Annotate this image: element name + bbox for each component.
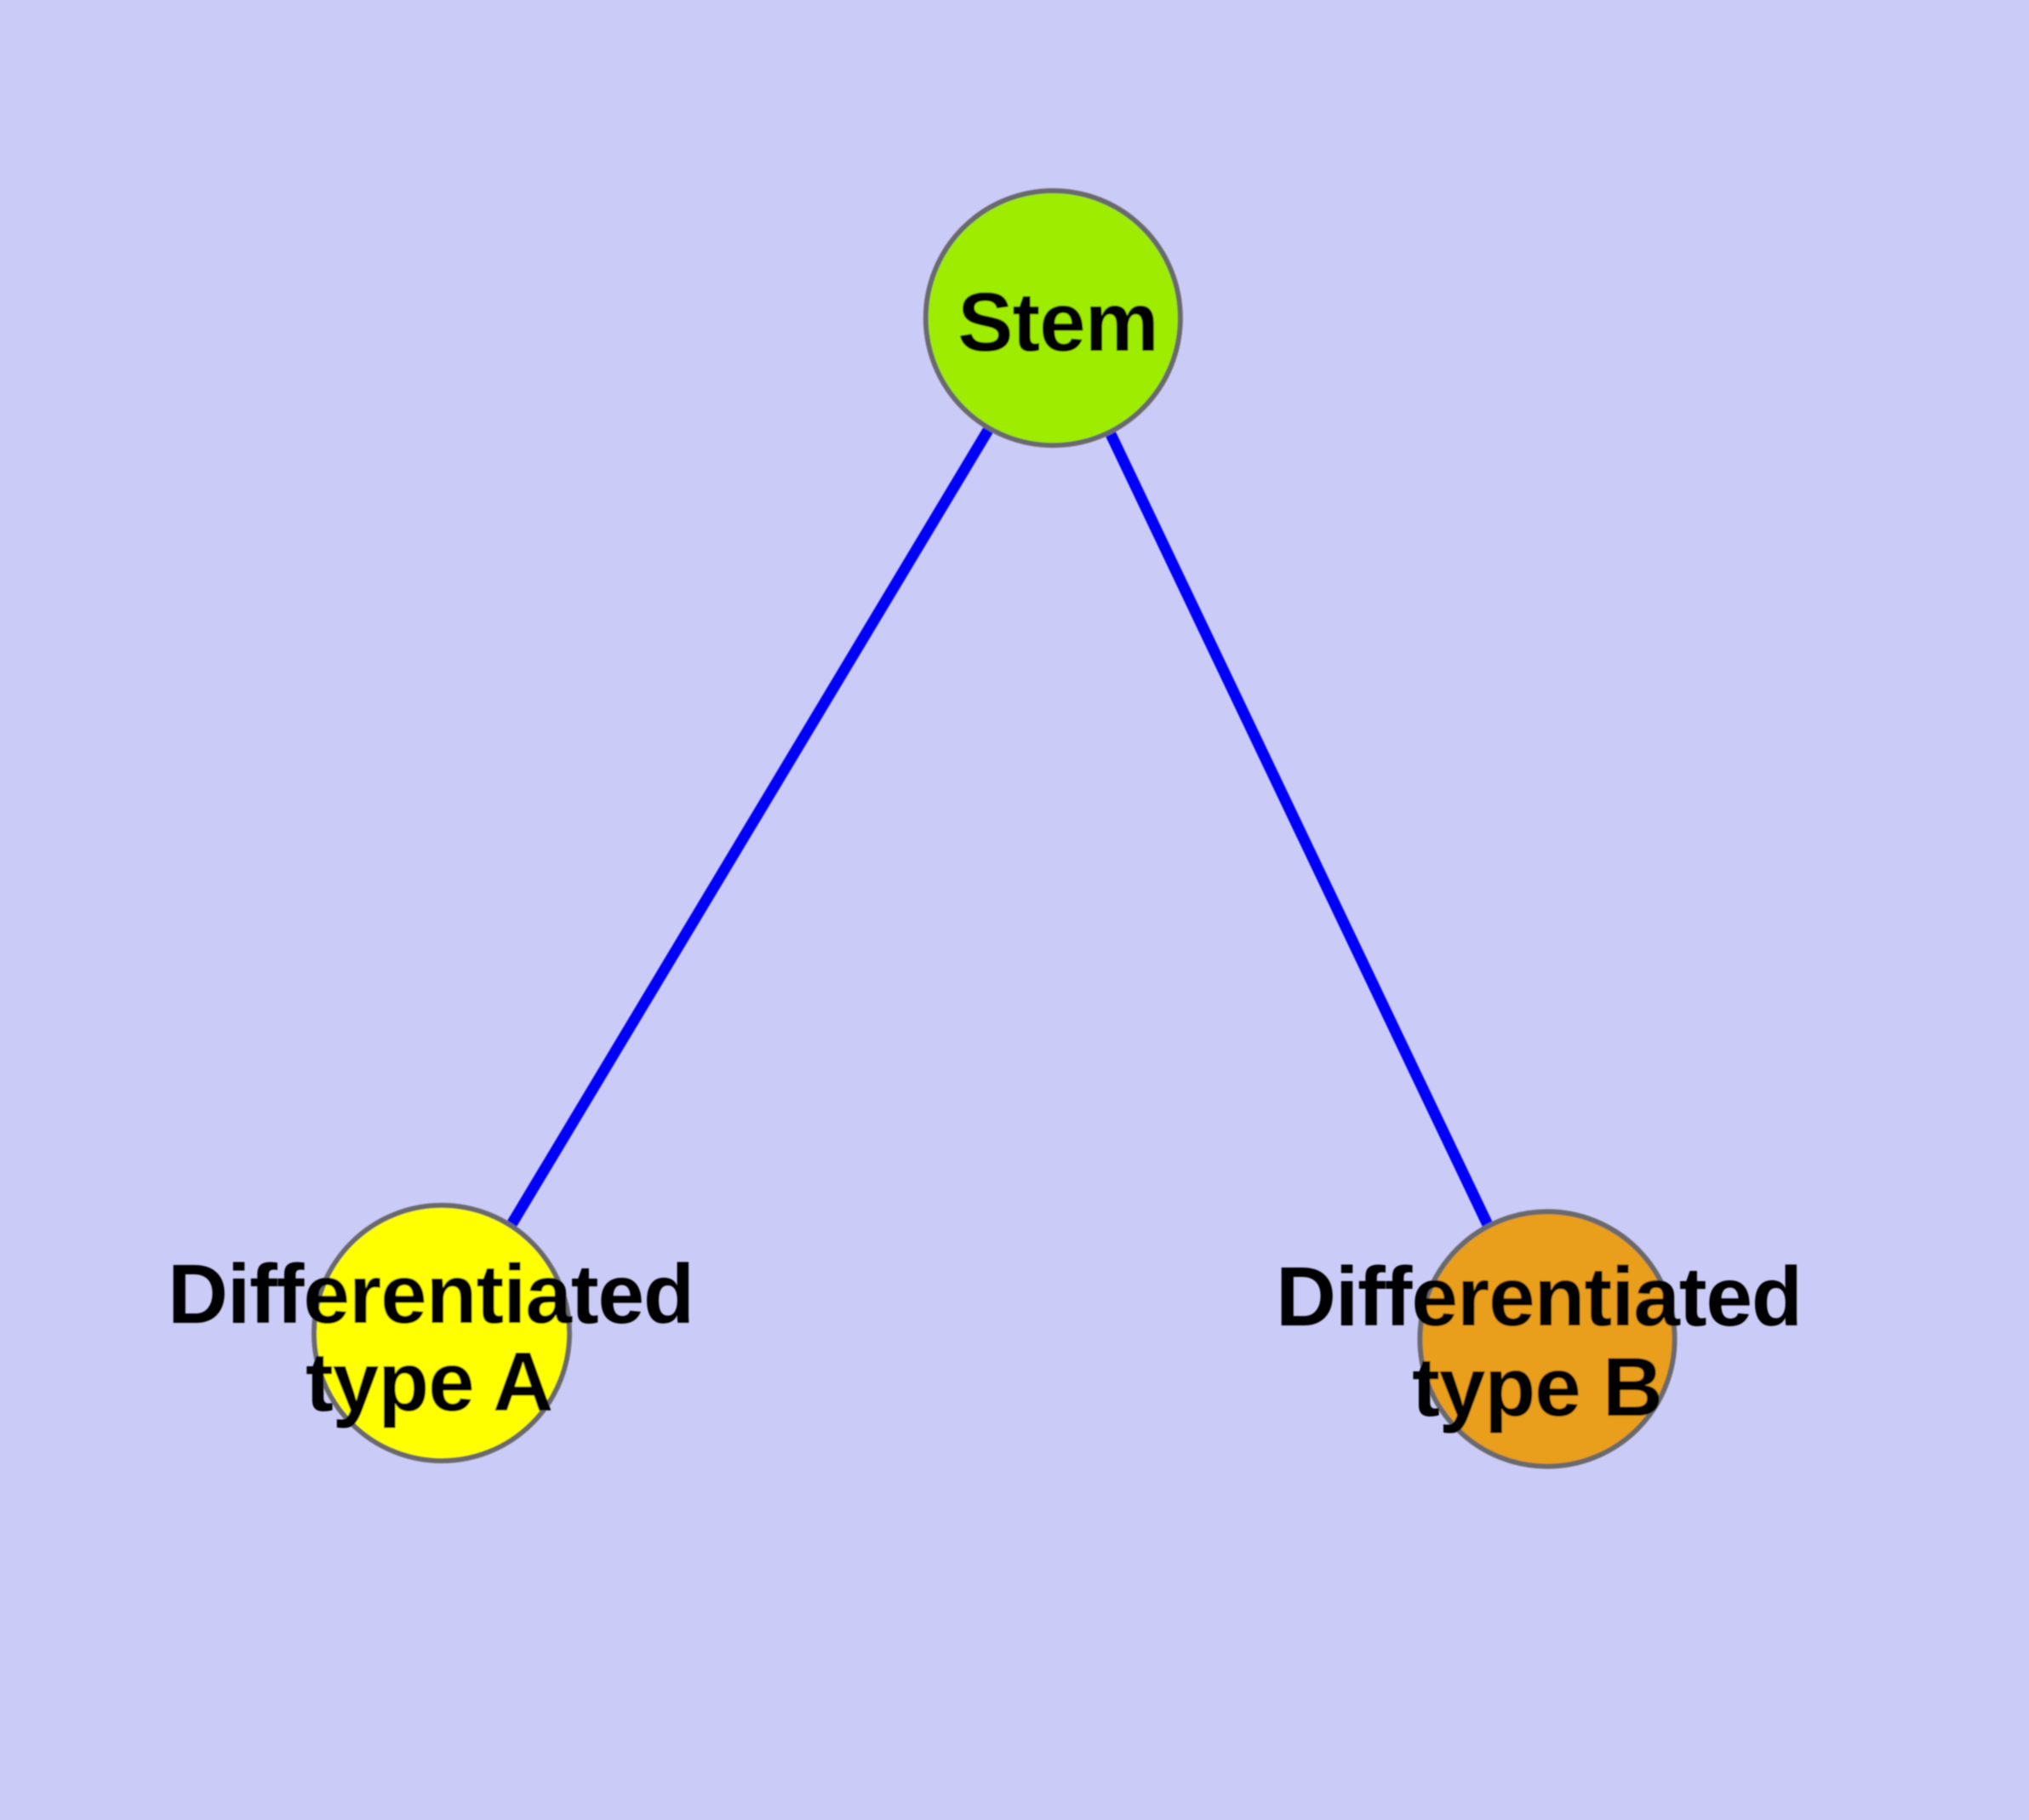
svg-text:Differentiated: Differentiated <box>1276 1250 1802 1343</box>
svg-text:type A: type A <box>306 1335 552 1428</box>
svg-text:Differentiated: Differentiated <box>168 1247 694 1341</box>
svg-text:type B: type B <box>1412 1340 1662 1434</box>
svg-text:Stem: Stem <box>957 275 1158 369</box>
